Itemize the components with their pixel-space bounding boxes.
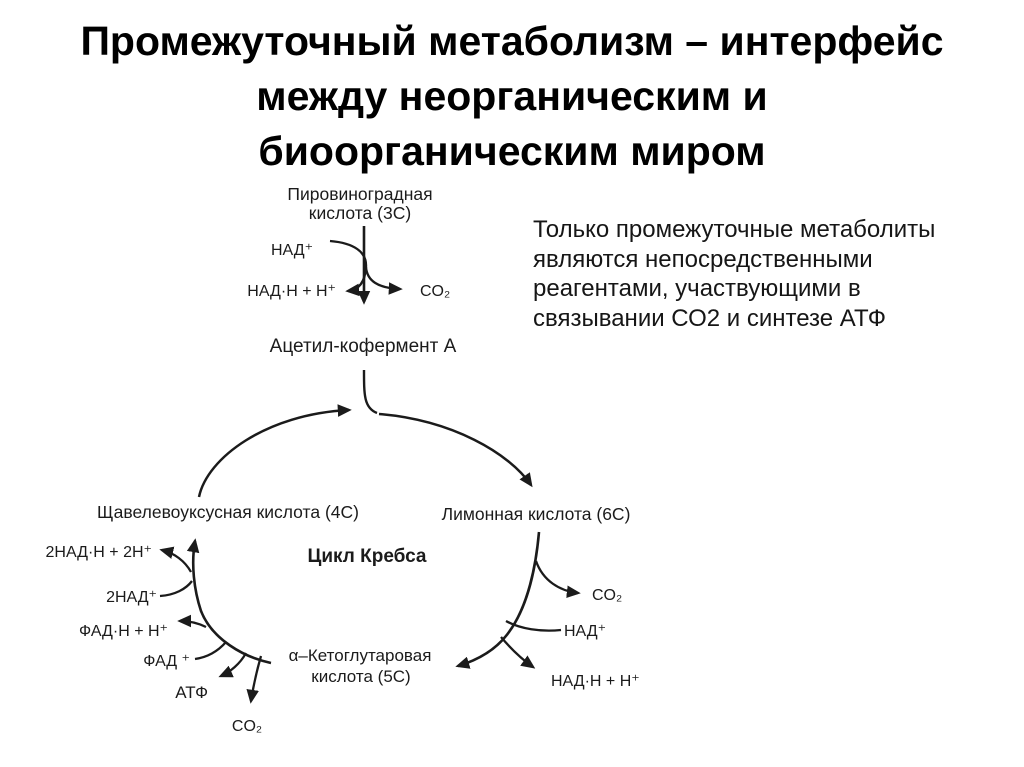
label-pyruvate-line1: Пировиноградная [287, 184, 432, 204]
label-akg-line2: кислота (5С) [311, 667, 410, 686]
curve-co2-out-top [364, 266, 403, 295]
label-2nadh-left: 2НАД·Н + 2Н⁺ [45, 544, 152, 561]
label-fadh-left: ФАД·Н + Н⁺ [79, 623, 168, 640]
label-co2-bottom: CO₂ [232, 718, 262, 735]
annotation-line: реагентами, участвующими в [533, 275, 861, 302]
cycle-arc-top-right [378, 412, 533, 488]
label-krebs-cycle: Цикл Кребса [307, 546, 426, 567]
label-pyruvate-line2: кислота (3С) [309, 203, 411, 223]
curve-fad-in [194, 641, 227, 661]
arrow-nadh-out-right [500, 636, 536, 669]
label-citrate: Лимонная кислота (6С) [442, 504, 631, 524]
label-nadh-right: НАД·Н + Н⁺ [551, 673, 640, 690]
label-oxaloacetate: Щавелевоуксусная кислота (4С) [97, 502, 359, 522]
annotation-line: являются непосредственными [533, 245, 873, 273]
arrow-atp-out [218, 652, 248, 678]
curve-nad-in-right [505, 619, 562, 632]
title-line-1: Промежуточный метаболизм – интерфейс [80, 18, 944, 64]
line-acetyl-entry [362, 369, 378, 415]
label-co2-right: CO₂ [592, 587, 622, 604]
annotation-text: Только промежуточные метаболиты являются… [533, 215, 993, 333]
annotation-line: связывании СО2 и синтезе АТФ [533, 304, 887, 332]
arrow-fadh-out [177, 614, 207, 629]
cycle-arc-left [186, 538, 272, 665]
arrow-nadh2-out [159, 546, 193, 573]
label-atp: АТФ [175, 683, 208, 702]
label-fad-left: ФАД ⁺ [143, 653, 190, 670]
label-2nad-left: 2НАД⁺ [106, 589, 157, 606]
label-co2-top: CO₂ [420, 283, 450, 300]
label-nad-top: НАД⁺ [271, 242, 313, 259]
title-line-2: между неорганическим и [256, 73, 768, 119]
slide-title: Промежуточный метаболизм – интерфейс меж… [0, 14, 1024, 179]
annotation-line: Только промежуточные метаболиты [533, 216, 936, 243]
cycle-arc-top-left [197, 404, 352, 498]
label-akg-line1: α–Кетоглутаровая [289, 646, 432, 665]
curve-nad2-in [159, 580, 193, 598]
title-line-3: биоорганическим миром [258, 128, 766, 174]
arrow-co2-out-right [534, 560, 581, 599]
label-acetyl-coa: Ацетил-кофермент А [270, 336, 457, 357]
arrow-co2-out-bottom [246, 655, 263, 704]
label-nad-right: НАД⁺ [564, 623, 606, 640]
cycle-arc-right [455, 531, 541, 669]
label-nadh-top: НАД·Н + Н⁺ [247, 283, 336, 300]
